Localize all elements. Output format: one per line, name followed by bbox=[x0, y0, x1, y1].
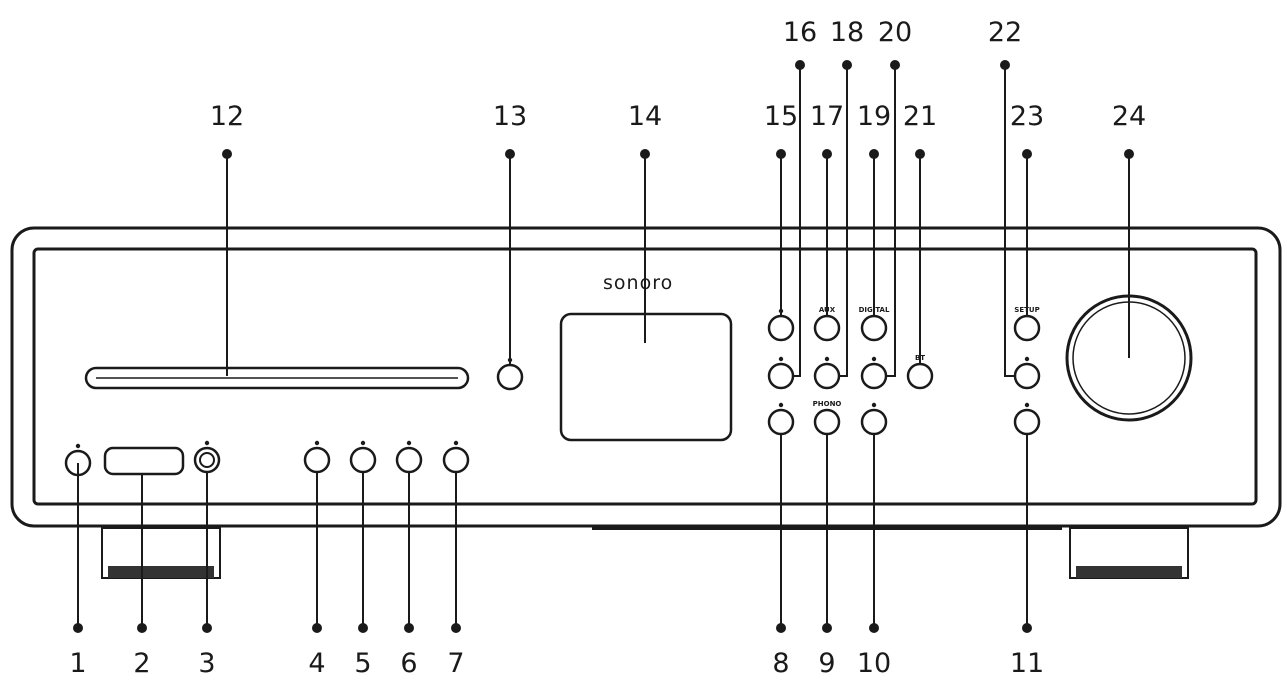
callout-line-16 bbox=[793, 65, 801, 377]
button-4[interactable] bbox=[303, 446, 331, 474]
button-16[interactable] bbox=[767, 362, 795, 390]
ok-icon bbox=[1024, 356, 1030, 362]
callout-dot-23 bbox=[1022, 149, 1032, 159]
skip-forward-icon bbox=[453, 440, 459, 446]
left-foot-shadow bbox=[108, 566, 214, 578]
button-13[interactable] bbox=[496, 363, 524, 391]
callout-dot-1 bbox=[73, 623, 83, 633]
callout-number-21: 21 bbox=[903, 101, 937, 132]
callout-number-14: 14 bbox=[628, 101, 662, 132]
alarm-icon bbox=[871, 356, 877, 362]
skip-back-icon bbox=[406, 440, 412, 446]
callout-dot-4 bbox=[312, 623, 322, 633]
callout-number-15: 15 bbox=[764, 101, 798, 132]
callout-number-10: 10 bbox=[857, 648, 891, 679]
callout-dot-18 bbox=[842, 60, 852, 70]
callout-number-3: 3 bbox=[198, 648, 215, 679]
callout-number-7: 7 bbox=[447, 648, 464, 679]
callout-number-16: 16 bbox=[783, 17, 817, 48]
callout-number-5: 5 bbox=[354, 648, 371, 679]
callout-dot-16 bbox=[795, 60, 805, 70]
callout-number-20: 20 bbox=[878, 17, 912, 48]
info-icon bbox=[778, 356, 784, 362]
callout-dot-10 bbox=[869, 623, 879, 633]
callout-number-24: 24 bbox=[1112, 101, 1146, 132]
callout-dot-21 bbox=[915, 149, 925, 159]
right-foot-shadow bbox=[1076, 566, 1182, 578]
callout-dot-2 bbox=[137, 623, 147, 633]
callout-dot-24 bbox=[1124, 149, 1134, 159]
callout-dot-7 bbox=[451, 623, 461, 633]
callout-dot-13 bbox=[505, 149, 515, 159]
callout-number-1: 1 bbox=[69, 648, 86, 679]
stop-icon bbox=[360, 440, 366, 446]
callout-dot-19 bbox=[869, 149, 879, 159]
play-pause-icon bbox=[314, 440, 320, 446]
callout-number-11: 11 bbox=[1010, 648, 1044, 679]
callout-dot-8 bbox=[776, 623, 786, 633]
callout-number-6: 6 bbox=[400, 648, 417, 679]
callout-dot-12 bbox=[222, 149, 232, 159]
callout-number-18: 18 bbox=[830, 17, 864, 48]
callout-line-22 bbox=[1004, 65, 1015, 377]
callout-number-17: 17 bbox=[810, 101, 844, 132]
callout-number-4: 4 bbox=[308, 648, 325, 679]
brand-logo: sonoro bbox=[603, 272, 673, 294]
button-19[interactable] bbox=[860, 314, 888, 342]
button-7[interactable] bbox=[442, 446, 470, 474]
button-6[interactable] bbox=[395, 446, 423, 474]
callout-number-12: 12 bbox=[210, 101, 244, 132]
callout-dot-5 bbox=[358, 623, 368, 633]
back-icon bbox=[1024, 402, 1030, 408]
headphone-jack[interactable] bbox=[199, 452, 215, 468]
button-17[interactable] bbox=[813, 314, 841, 342]
callout-dot-17 bbox=[822, 149, 832, 159]
callout-dot-14 bbox=[640, 149, 650, 159]
button-label-9: PHONO bbox=[813, 400, 842, 408]
cd-icon bbox=[778, 402, 784, 408]
callout-dot-20 bbox=[890, 60, 900, 70]
callout-line-18 bbox=[839, 65, 848, 377]
button-23[interactable] bbox=[1013, 314, 1041, 342]
callout-line-20 bbox=[886, 65, 896, 377]
timer-icon bbox=[871, 402, 877, 408]
callout-number-13: 13 bbox=[493, 101, 527, 132]
callout-dot-22 bbox=[1000, 60, 1010, 70]
headphones-icon bbox=[204, 440, 210, 446]
callout-number-8: 8 bbox=[772, 648, 789, 679]
button-5[interactable] bbox=[349, 446, 377, 474]
button-18[interactable] bbox=[813, 362, 841, 390]
button-3[interactable] bbox=[193, 446, 221, 474]
button-9[interactable] bbox=[813, 408, 841, 436]
callout-dot-3 bbox=[202, 623, 212, 633]
button-8[interactable] bbox=[767, 408, 795, 436]
callout-dot-6 bbox=[404, 623, 414, 633]
button-11[interactable] bbox=[1013, 408, 1041, 436]
callout-dot-15 bbox=[776, 149, 786, 159]
radio-icon bbox=[824, 356, 830, 362]
callout-number-23: 23 bbox=[1010, 101, 1044, 132]
callout-number-22: 22 bbox=[988, 17, 1022, 48]
button-10[interactable] bbox=[860, 408, 888, 436]
button-21[interactable] bbox=[906, 362, 934, 390]
button-15[interactable] bbox=[767, 314, 795, 342]
power-icon bbox=[75, 443, 81, 449]
callout-dot-11 bbox=[1022, 623, 1032, 633]
button-20[interactable] bbox=[860, 362, 888, 390]
button-22[interactable] bbox=[1013, 362, 1041, 390]
ir-window bbox=[103, 446, 185, 476]
callout-number-9: 9 bbox=[818, 648, 835, 679]
callout-number-19: 19 bbox=[857, 101, 891, 132]
callout-dot-9 bbox=[822, 623, 832, 633]
callout-number-2: 2 bbox=[133, 648, 150, 679]
